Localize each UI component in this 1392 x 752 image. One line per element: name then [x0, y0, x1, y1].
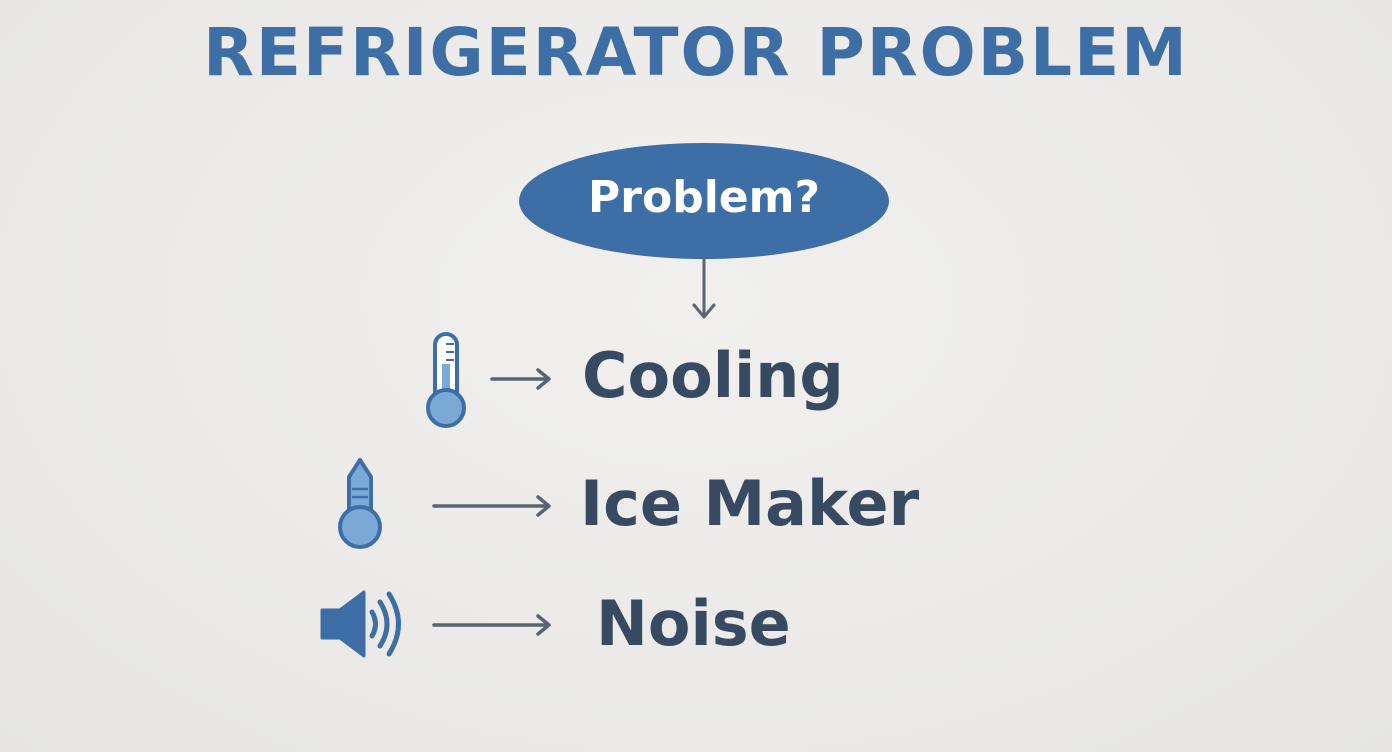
thermometer-icon [426, 332, 466, 428]
label-ice-maker: Ice Maker [580, 467, 920, 540]
page-title: REFRIGERATOR PROBLEM [203, 14, 1189, 91]
ice-maker-icon [338, 458, 382, 549]
connector-arrow [692, 257, 716, 319]
problem-bubble: Problem? [519, 143, 889, 259]
arrow-ice-maker [432, 495, 551, 517]
arrow-noise [432, 614, 551, 636]
arrow-cooling [490, 368, 551, 390]
problem-bubble-label: Problem? [588, 171, 820, 223]
label-noise: Noise [596, 587, 791, 660]
speaker-icon [320, 590, 401, 658]
label-cooling: Cooling [582, 339, 844, 412]
